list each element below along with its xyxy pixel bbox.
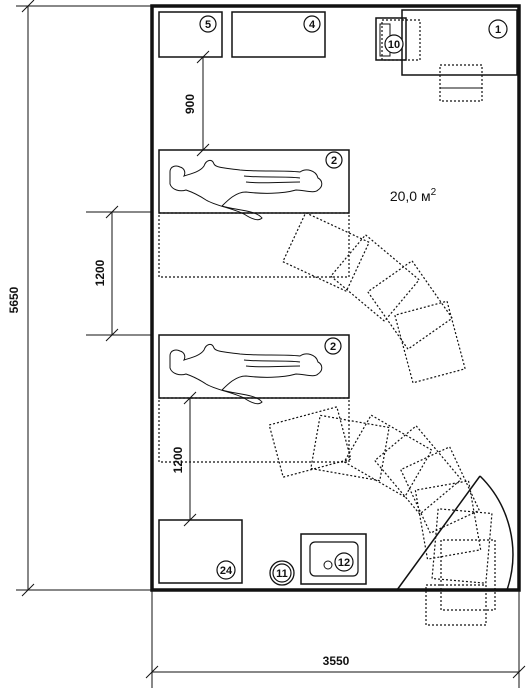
door: [396, 475, 514, 591]
bed-top: [158, 149, 350, 214]
nightstand-marker: 5: [199, 15, 217, 33]
svg-text:5: 5: [205, 19, 211, 31]
height-dimension-label: 5650: [7, 286, 21, 313]
bed-gap-mid-label: 1200: [93, 259, 107, 286]
svg-text:11: 11: [276, 568, 288, 580]
chair-marker: 10: [384, 34, 404, 54]
bed-gap-mid-dimension: [86, 205, 152, 342]
width-dimension-label: 3550: [323, 654, 350, 668]
cabinet-top: [231, 11, 326, 58]
bed-bottom-person: [169, 343, 323, 405]
sink: [300, 533, 367, 585]
cabinet-bottom: [158, 519, 243, 584]
svg-text:1: 1: [495, 24, 501, 36]
bed-bottom-transfer-zone: [158, 397, 350, 463]
bed-gap-top-dimension: [196, 50, 210, 157]
height-dimension: [16, 0, 152, 597]
nightstand: [158, 11, 223, 58]
cabinet-bottom-marker: 24: [216, 560, 236, 580]
wheelchair-turning-zone: [268, 211, 496, 626]
sink-marker: 12: [334, 552, 354, 572]
bed-gap-top-label: 900: [183, 94, 197, 114]
svg-text:12: 12: [338, 557, 350, 569]
bed-bottom: [158, 334, 350, 399]
bed-bottom-marker: 2: [324, 337, 342, 355]
svg-text:24: 24: [220, 565, 233, 577]
svg-text:4: 4: [309, 19, 316, 31]
bed-top-marker: 2: [325, 151, 343, 169]
desk-chair-dotted: [439, 64, 483, 102]
room-area: 20,0 м2: [390, 187, 437, 204]
svg-text:10: 10: [388, 39, 400, 51]
cabinet-top-marker: 4: [303, 15, 321, 33]
svg-text:2: 2: [330, 341, 336, 353]
waste-bin: 11: [269, 560, 295, 586]
room-walls: [150, 4, 521, 592]
width-dimension: [145, 590, 526, 688]
bed-top-person: [169, 159, 323, 221]
bed-top-transfer-zone: [158, 212, 350, 278]
bed-gap-bottom-dimension: [183, 391, 197, 527]
svg-text:2: 2: [331, 155, 337, 167]
chair: [375, 17, 407, 61]
bed-gap-bottom-label: 1200: [171, 446, 185, 473]
desk-marker: 1: [488, 19, 508, 39]
